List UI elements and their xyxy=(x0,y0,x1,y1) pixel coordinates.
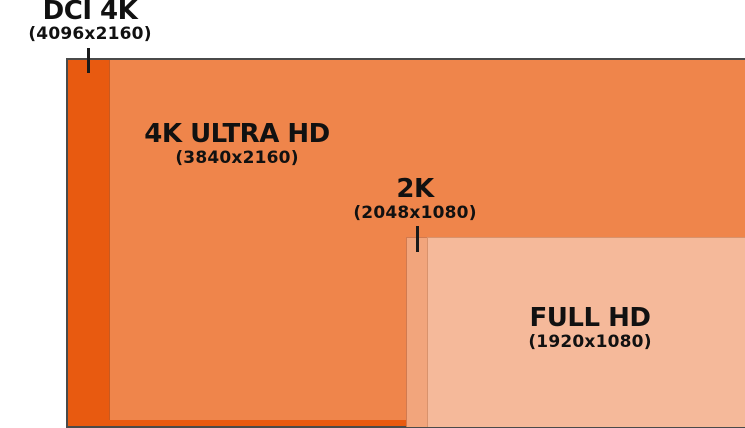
2k-label: 2K (2048x1080) xyxy=(325,176,505,222)
4k-ultra-hd-label: 4K ULTRA HD (3840x2160) xyxy=(130,121,344,167)
dci-4k-label: DCI 4K (4096x2160) xyxy=(0,0,180,43)
full-hd-area xyxy=(427,237,745,427)
full-hd-name: FULL HD xyxy=(529,303,651,333)
4k-ultra-hd-resolution: (3840x2160) xyxy=(175,148,299,168)
full-hd-resolution: (1920x1080) xyxy=(528,332,652,352)
dci-4k-resolution: (4096x2160) xyxy=(28,24,152,44)
2k-pointer-line xyxy=(416,226,419,252)
2k-name: 2K xyxy=(396,174,434,204)
dci-4k-pointer-line xyxy=(87,48,90,73)
full-hd-label: FULL HD (1920x1080) xyxy=(480,305,700,351)
4k-ultra-hd-name: 4K ULTRA HD xyxy=(144,119,330,149)
dci-4k-name: DCI 4K xyxy=(42,0,138,26)
2k-resolution: (2048x1080) xyxy=(353,203,477,223)
